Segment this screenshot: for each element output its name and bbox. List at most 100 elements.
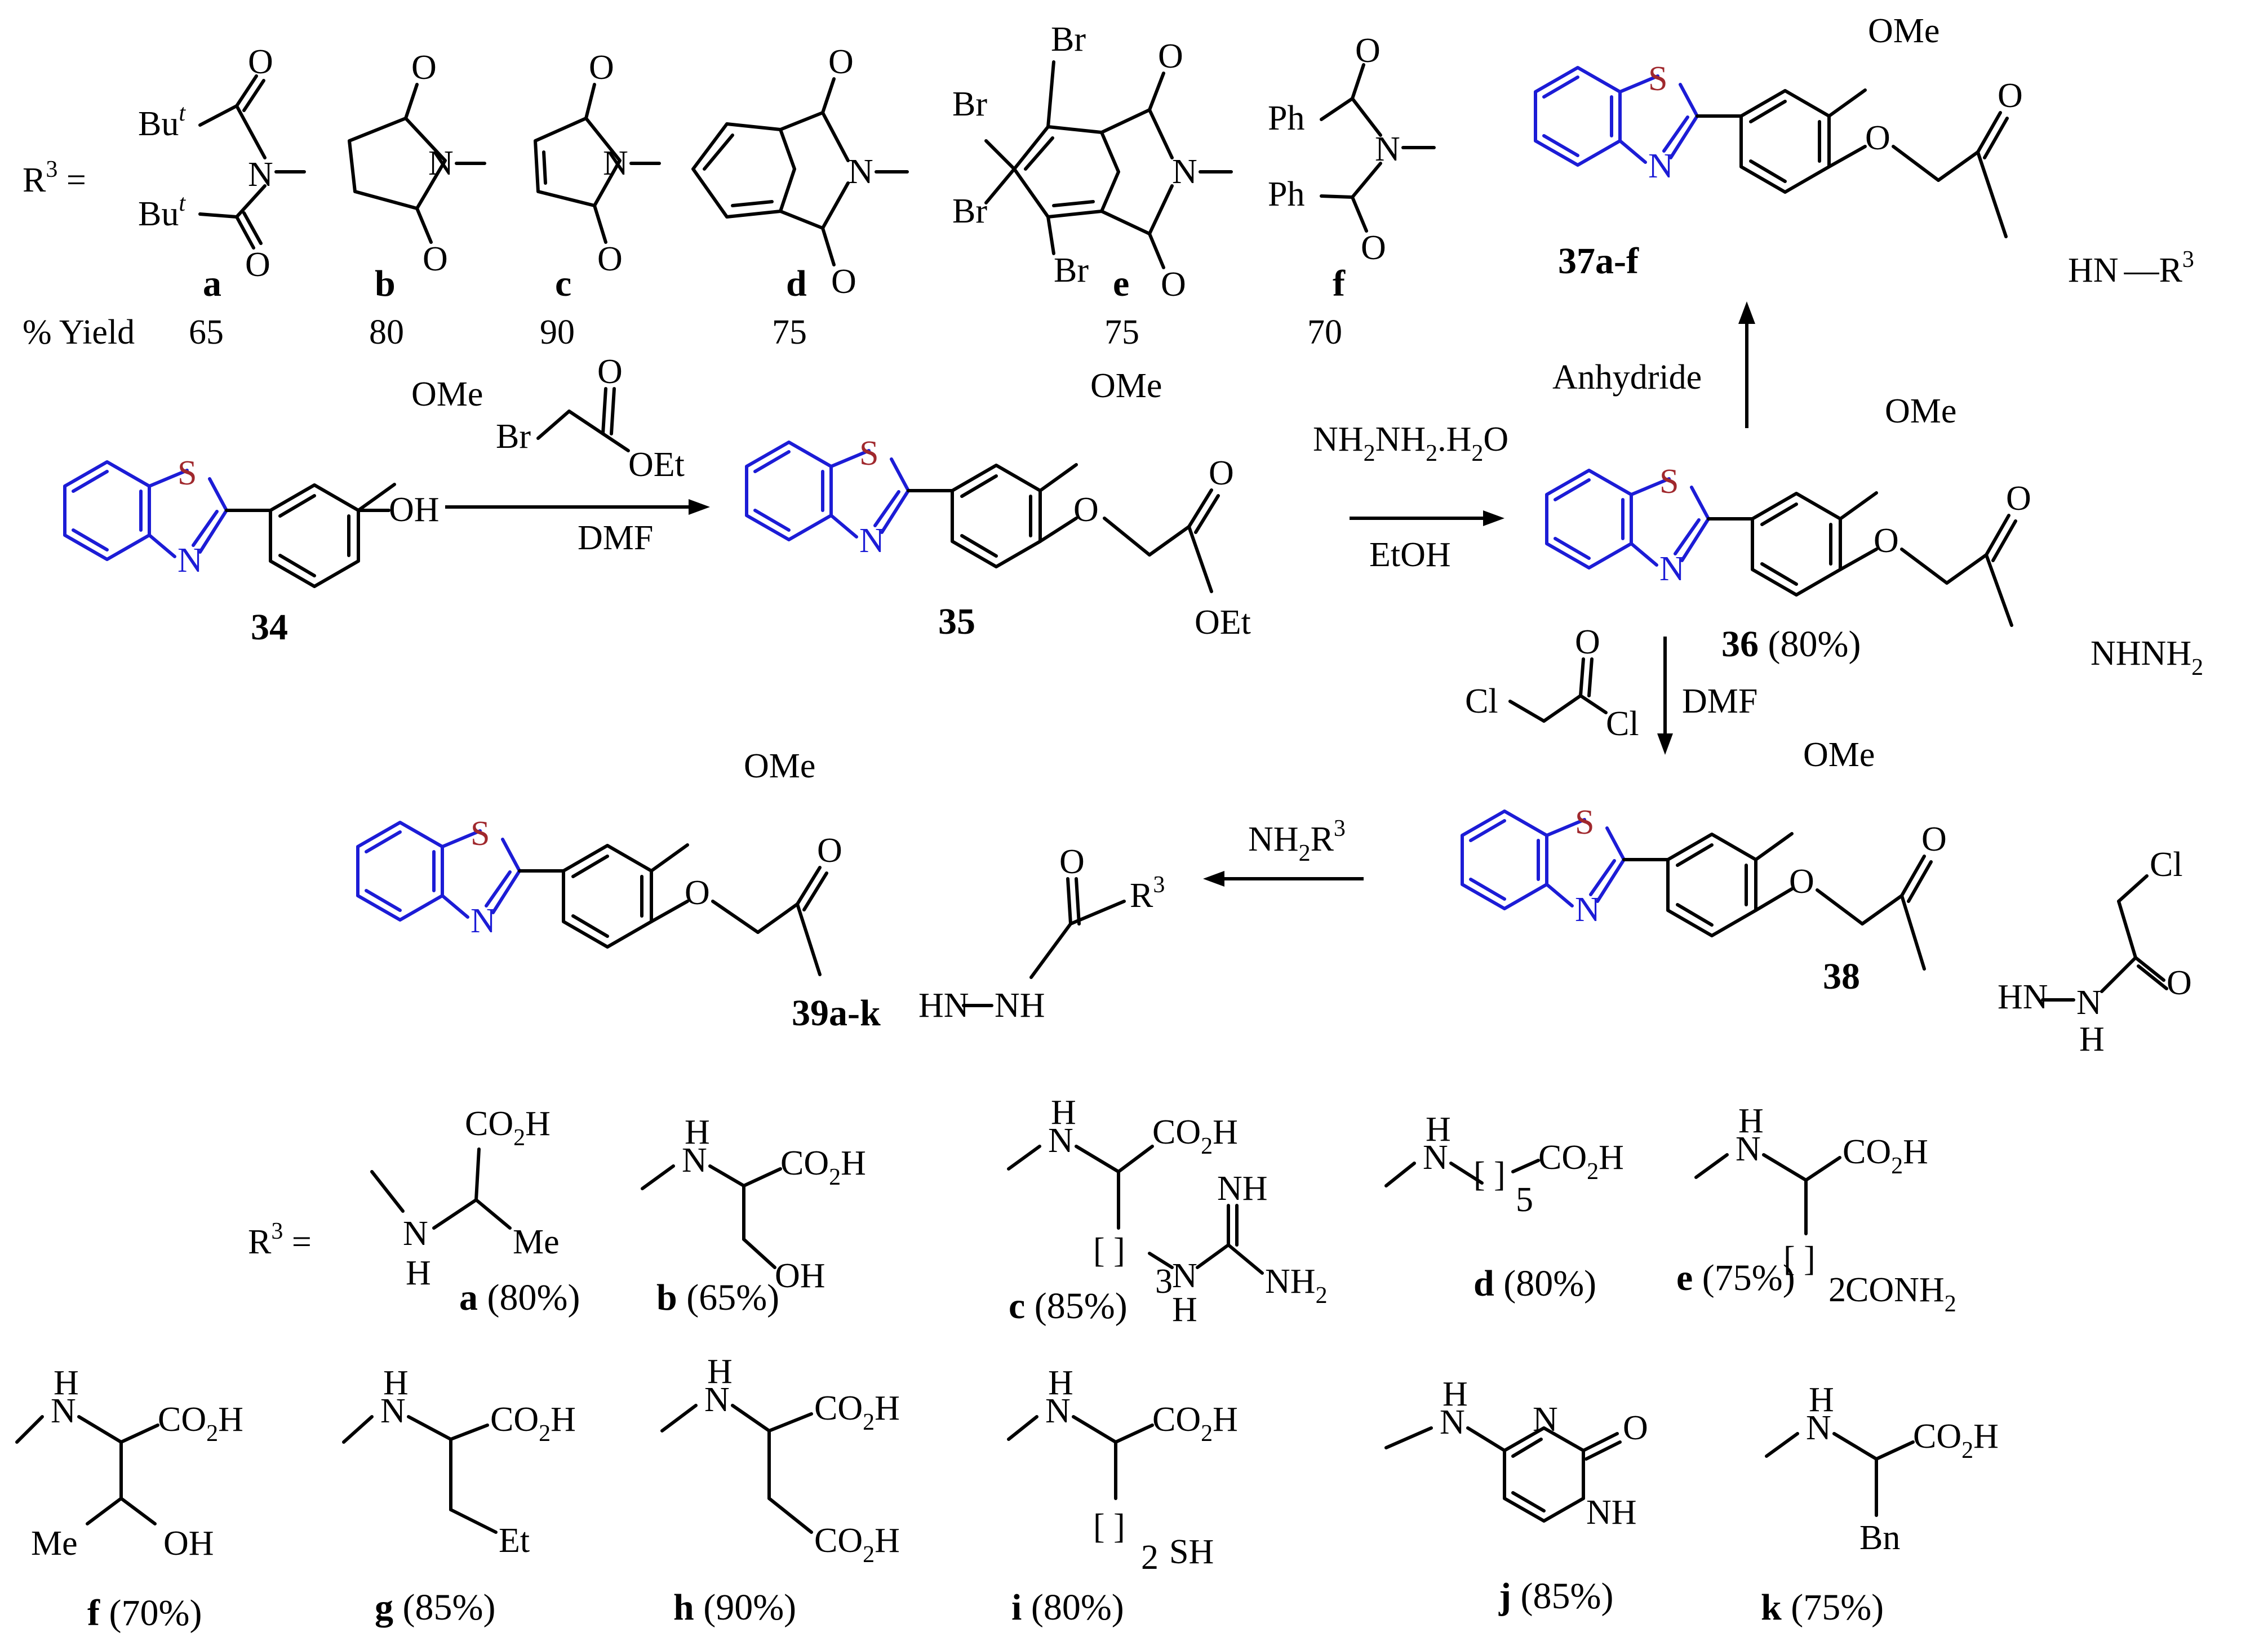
r3-bottom-d: H N [ ] 5 CO2H d (80%) xyxy=(1384,1110,1624,1304)
svg-text:But: But xyxy=(138,100,186,143)
r3-bottom-i: H N CO2H [ ] 2 SH i (80%) xyxy=(1007,1364,1238,1628)
svg-text:O: O xyxy=(1209,454,1234,492)
reagent-amine: NH2R3 xyxy=(1248,816,1346,866)
svg-text:N: N xyxy=(248,155,273,194)
svg-text:N: N xyxy=(859,522,885,560)
svg-text:OMe: OMe xyxy=(1090,367,1162,405)
r3-bottom-k: H N CO2H Bn k (75%) xyxy=(1761,1381,1999,1628)
svg-text:OH: OH xyxy=(389,491,440,529)
svg-text:OMe: OMe xyxy=(1885,392,1956,430)
svg-text:S: S xyxy=(1648,60,1667,98)
svg-text:j (85%): j (85%) xyxy=(1498,1576,1613,1617)
svg-text:g (85%): g (85%) xyxy=(375,1587,495,1628)
svg-text:O: O xyxy=(1998,77,2023,115)
svg-text:Et: Et xyxy=(499,1522,530,1560)
svg-text:CO2H: CO2H xyxy=(158,1400,243,1447)
svg-text:OMe: OMe xyxy=(1868,12,1939,50)
svg-text:O: O xyxy=(1623,1409,1648,1447)
svg-text:e: e xyxy=(1113,263,1129,304)
svg-text:O: O xyxy=(2006,479,2031,518)
svg-text:CO2H: CO2H xyxy=(465,1105,551,1151)
svg-text:Ph: Ph xyxy=(1268,99,1304,137)
svg-text:N: N xyxy=(1375,130,1400,168)
svg-text:S: S xyxy=(859,434,878,473)
svg-text:CO2H: CO2H xyxy=(490,1400,576,1447)
r3-bottom-a: N H CO2H Me a (80%) xyxy=(370,1105,580,1318)
svg-text:Br: Br xyxy=(952,192,987,230)
svg-text:H: H xyxy=(1048,1364,1073,1402)
svg-text:80: 80 xyxy=(369,313,404,352)
svg-text:N: N xyxy=(51,1392,76,1430)
svg-text:OH: OH xyxy=(163,1524,214,1563)
svg-text:Me: Me xyxy=(31,1524,78,1563)
svg-text:CO2H: CO2H xyxy=(1538,1138,1624,1185)
svg-text:O: O xyxy=(597,353,623,391)
svg-text:65: 65 xyxy=(189,313,224,352)
svg-text:O: O xyxy=(828,43,854,81)
svg-text:Bn: Bn xyxy=(1859,1519,1900,1557)
compound-36: S N OMe O O NHNH2 36 (80%) xyxy=(1547,392,2203,680)
svg-text:DMF: DMF xyxy=(1682,682,1757,720)
svg-text:Cl: Cl xyxy=(2150,846,2183,884)
svg-text:N: N xyxy=(1533,1400,1558,1439)
svg-text:H: H xyxy=(1443,1375,1468,1413)
svg-text:H: H xyxy=(383,1364,409,1402)
svg-text:N: N xyxy=(1440,1403,1465,1442)
reagent-hydrazine: NH2NH2.H2O xyxy=(1313,420,1508,466)
svg-text:NHNH2: NHNH2 xyxy=(2091,634,2203,680)
svg-text:O: O xyxy=(245,246,270,284)
svg-text:SH: SH xyxy=(1169,1533,1214,1571)
r3-top-d: O O N d 75 xyxy=(691,43,909,352)
svg-text:S: S xyxy=(1659,462,1679,501)
top-r3-row: R3 = % Yield But But O N O a 65 O xyxy=(23,20,1436,352)
svg-text:H: H xyxy=(1426,1110,1451,1149)
svg-text:O: O xyxy=(685,874,710,912)
svg-text:OEt: OEt xyxy=(1195,603,1251,642)
svg-text:H: H xyxy=(1051,1093,1076,1132)
svg-text:O: O xyxy=(1865,119,1890,157)
svg-text:OMe: OMe xyxy=(744,747,815,785)
svg-text:O: O xyxy=(1874,522,1899,560)
svg-text:H: H xyxy=(707,1353,733,1391)
compound-39: S N OMe O O HN NH O R3 39a-k xyxy=(358,747,1165,1034)
svg-text:Br: Br xyxy=(1051,20,1086,59)
compound-35: S N OMe O O OEt 35 xyxy=(747,367,1251,642)
svg-text:HN: HN xyxy=(918,986,969,1025)
svg-text:OEt: OEt xyxy=(628,446,685,484)
svg-text:Cl: Cl xyxy=(1606,705,1639,743)
svg-text:b: b xyxy=(375,263,396,304)
yield-label-top: % Yield xyxy=(23,313,135,352)
svg-text:Cl: Cl xyxy=(1465,682,1498,720)
svg-text:EtOH: EtOH xyxy=(1369,536,1451,574)
svg-text:N: N xyxy=(1806,1409,1831,1447)
svg-text:35: 35 xyxy=(938,601,975,642)
svg-text:S: S xyxy=(471,815,490,853)
r3-label-bottom: R3 = xyxy=(248,1218,312,1261)
svg-text:39a-k: 39a-k xyxy=(792,993,881,1034)
svg-text:90: 90 xyxy=(540,313,575,352)
svg-text:N: N xyxy=(403,1215,428,1253)
svg-text:Br: Br xyxy=(1054,251,1089,290)
svg-text:But: But xyxy=(138,190,186,233)
svg-text:f (70%): f (70%) xyxy=(87,1592,202,1634)
svg-text:2: 2 xyxy=(1141,1538,1159,1577)
svg-text:OH: OH xyxy=(775,1257,825,1295)
svg-text:O: O xyxy=(1158,37,1183,75)
svg-text:N: N xyxy=(704,1381,730,1419)
compound-36-label: 36 (80%) xyxy=(1721,624,1861,665)
svg-text:N: N xyxy=(471,902,496,940)
svg-text:38: 38 xyxy=(1823,956,1860,997)
compound-37: S N OMe O O HN—R3 37a-f xyxy=(1535,12,2194,290)
svg-text:N: N xyxy=(682,1141,707,1180)
reagent-anhydride: Anhydride xyxy=(1552,358,1702,397)
svg-text:N: N xyxy=(1575,891,1600,929)
svg-text:N: N xyxy=(1048,1122,1073,1160)
svg-text:37a-f: 37a-f xyxy=(1558,241,1639,282)
svg-text:NH2: NH2 xyxy=(1265,1262,1328,1309)
svg-text:R3: R3 xyxy=(1130,872,1165,915)
svg-text:O: O xyxy=(423,240,448,278)
svg-text:CONH2: CONH2 xyxy=(1845,1271,1956,1317)
svg-text:Br: Br xyxy=(952,85,987,123)
svg-text:c (85%): c (85%) xyxy=(1009,1285,1128,1327)
